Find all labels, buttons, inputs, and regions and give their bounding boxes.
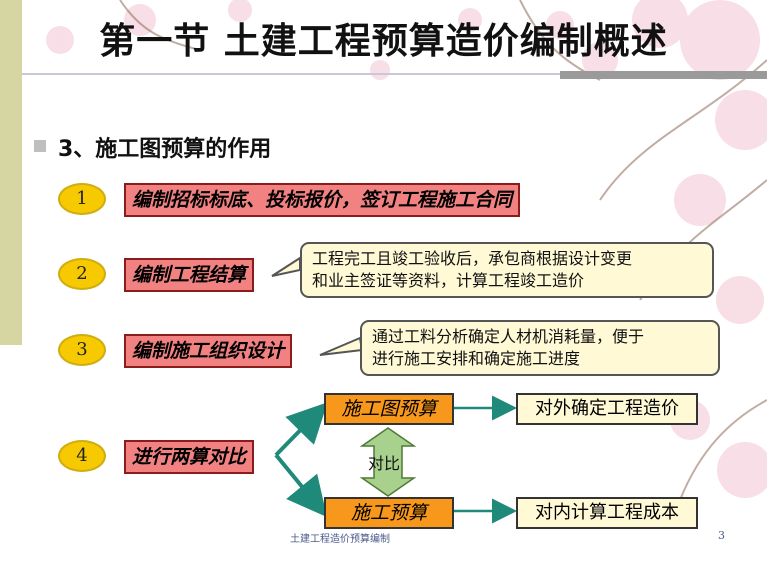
- compare-double-arrow-icon: [359, 427, 417, 497]
- number-badge-4: 4: [58, 440, 106, 472]
- item-3-callout-line-2: 进行施工安排和确定施工进度: [372, 349, 581, 368]
- construction-budget-box: 施工预算: [324, 497, 454, 529]
- page-number: 3: [718, 529, 725, 542]
- item-2-callout-line-2: 和业主签证等资料，计算工程竣工造价: [312, 271, 585, 290]
- number-badge-1: 1: [58, 183, 106, 215]
- callout-3-tail: [319, 336, 364, 356]
- item-3-callout: 通过工料分析确定人材机消耗量，便于 进行施工安排和确定施工进度: [360, 320, 720, 376]
- branch-up-arrow: [274, 402, 328, 457]
- item-4-box: 进行两算对比: [124, 440, 255, 474]
- branch-down-arrow: [274, 453, 328, 518]
- title-underline: [22, 73, 767, 75]
- item-2-callout: 工程完工且竣工验收后，承包商根据设计变更 和业主签证等资料，计算工程竣工造价: [300, 242, 714, 298]
- section-heading: 3、施工图预算的作用: [58, 137, 272, 162]
- slide-footer: 土建工程造价预算编制: [290, 534, 390, 545]
- item-3-box: 编制施工组织设计: [124, 334, 293, 368]
- left-accent-bar: [0, 0, 22, 345]
- slide-title: 第一节 土建工程预算造价编制概述: [99, 21, 668, 62]
- item-2-callout-line-1: 工程完工且竣工验收后，承包商根据设计变更: [312, 249, 633, 268]
- external-cost-target-box: 对外确定工程造价: [516, 393, 698, 425]
- compare-label: 对比: [368, 454, 401, 473]
- number-badge-3: 3: [58, 334, 106, 366]
- item-3-callout-line-1: 通过工料分析确定人材机消耗量，便于: [372, 327, 645, 346]
- callout-2-tail: [271, 256, 301, 277]
- internal-cost-target-box: 对内计算工程成本: [516, 497, 698, 529]
- item-2-box: 编制工程结算: [124, 258, 255, 292]
- item-1-box: 编制招标标底、投标报价，签订工程施工合同: [124, 183, 521, 217]
- title-accent-bar: [560, 71, 767, 79]
- construction-drawing-budget-box: 施工图预算: [324, 393, 454, 425]
- number-badge-2: 2: [58, 258, 106, 290]
- bullet-square-icon: [34, 140, 46, 152]
